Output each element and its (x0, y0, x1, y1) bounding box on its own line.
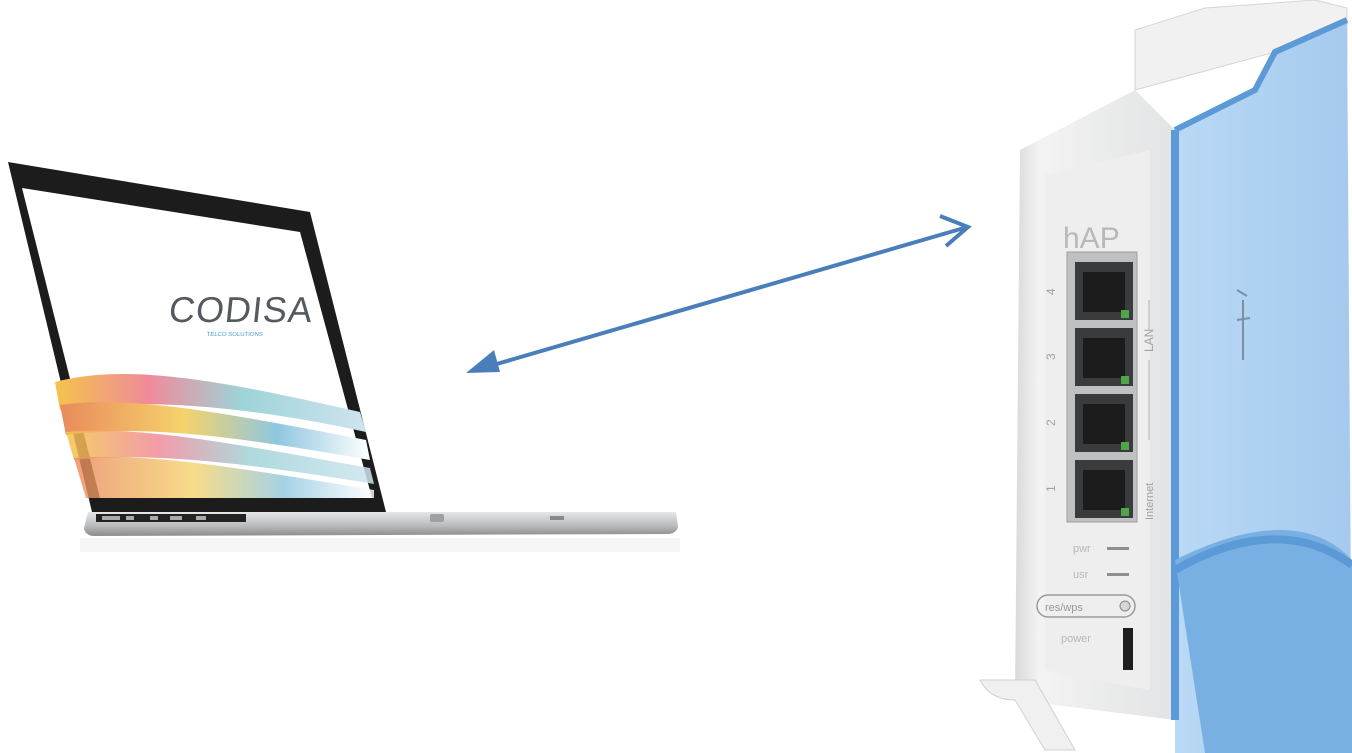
connection-arrow (450, 200, 990, 390)
arrow-line (476, 228, 964, 370)
router-ports (1067, 252, 1137, 522)
port-number-1: 1 (1044, 485, 1058, 492)
port-3 (1075, 328, 1133, 386)
router-illustration: hAP 4 3 2 1 LAN Internet p (975, 0, 1352, 753)
led-pwr (1107, 547, 1129, 550)
lan-label: LAN (1142, 329, 1156, 352)
laptop-logo-text: CODISA (167, 289, 315, 330)
power-port (1123, 628, 1133, 670)
arrow-head-left (466, 350, 500, 373)
router-brand: hAP (1063, 222, 1120, 255)
port-number-2: 2 (1044, 419, 1058, 426)
laptop-logo-tagline: TELCO SOLUTIONS (206, 332, 263, 338)
led-usr (1107, 573, 1129, 576)
power-label: power (1061, 633, 1091, 645)
reset-label: res/wps (1045, 602, 1083, 614)
port-number-3: 3 (1044, 353, 1058, 360)
led-label-pwr: pwr (1073, 543, 1091, 555)
port-2 (1075, 394, 1133, 452)
led-label-usr: usr (1073, 569, 1089, 581)
port-1 (1075, 460, 1133, 518)
internet-label: Internet (1144, 483, 1156, 520)
port-4 (1075, 262, 1133, 320)
port-number-4: 4 (1044, 288, 1058, 295)
